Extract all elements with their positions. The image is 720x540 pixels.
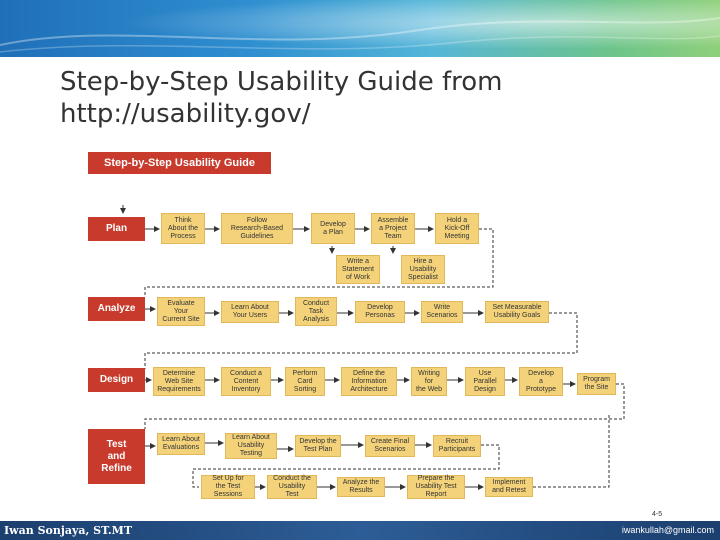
step-recruit-participants: Recruit Participants [433,435,481,457]
step-implement-retest: Implement and Retest [485,477,533,497]
step-final-scenarios: Create Final Scenarios [365,435,415,457]
step-develop-prototype: Develop a Prototype [519,367,563,396]
step-set-up-sessions: Set Up for the Test Sessions [201,475,255,499]
step-content-inventory: Conduct a Content Inventory [221,367,271,396]
flow-arrows [120,205,625,490]
step-write-scenarios: Write Scenarios [421,301,463,323]
footer-email: iwankullah@gmail.com [621,525,714,535]
step-statement-of-work: Write a Statement of Work [336,255,380,284]
step-develop-personas: Develop Personas [355,301,405,323]
step-task-analysis: Conduct Task Analysis [295,297,337,326]
step-conduct-test: Conduct the Usability Test [267,475,317,499]
step-parallel-design: Use Parallel Design [465,367,505,396]
phase-plan: Plan [88,217,145,241]
banner-swirl-decoration [0,17,720,53]
usability-guide-diagram: Step-by-Step Usability Guide Plan Analyz… [79,137,641,499]
step-think-about-process: Think About the Process [161,213,205,244]
step-learn-evaluations: Learn About Evaluations [157,433,205,455]
step-hire-specialist: Hire a Usability Specialist [401,255,445,284]
step-writing-for-web: Writing for the Web [411,367,447,396]
step-program-site: Program the Site [577,373,616,395]
guide-title: Step-by-Step Usability Guide [88,152,271,174]
step-test-report: Prepare the Usability Test Report [407,475,465,499]
step-learn-usability-testing: Learn About Usability Testing [225,433,277,459]
step-evaluate-site: Evaluate Your Current Site [157,297,205,326]
header-banner [0,0,720,57]
page-number: 4-5 [652,511,663,518]
step-card-sorting: Perform Card Sorting [285,367,325,396]
slide-title: Step-by-Step Usability Guide from http:/… [60,67,503,129]
phase-test-and-refine: Test and Refine [88,429,145,484]
phase-analyze: Analyze [88,297,145,321]
footer-bar: Iwan Sonjaya, ST.MT iwankullah@gmail.com [0,521,720,540]
step-assemble-team: Assemble a Project Team [371,213,415,244]
step-develop-plan: Develop a Plan [311,213,355,244]
banner-glow [0,0,720,57]
step-information-architecture: Define the Information Architecture [341,367,397,396]
step-analyze-results: Analyze the Results [337,477,385,497]
step-kick-off-meeting: Hold a Kick-Off Meeting [435,213,479,244]
step-learn-users: Learn About Your Users [221,301,279,323]
step-follow-guidelines: Follow Research-Based Guidelines [221,213,293,244]
step-usability-goals: Set Measurable Usability Goals [485,301,549,323]
step-develop-test-plan: Develop the Test Plan [295,435,341,457]
phase-design: Design [88,368,145,392]
step-site-requirements: Determine Web Site Requirements [153,367,205,396]
footer-author: Iwan Sonjaya, ST.MT [4,524,133,537]
